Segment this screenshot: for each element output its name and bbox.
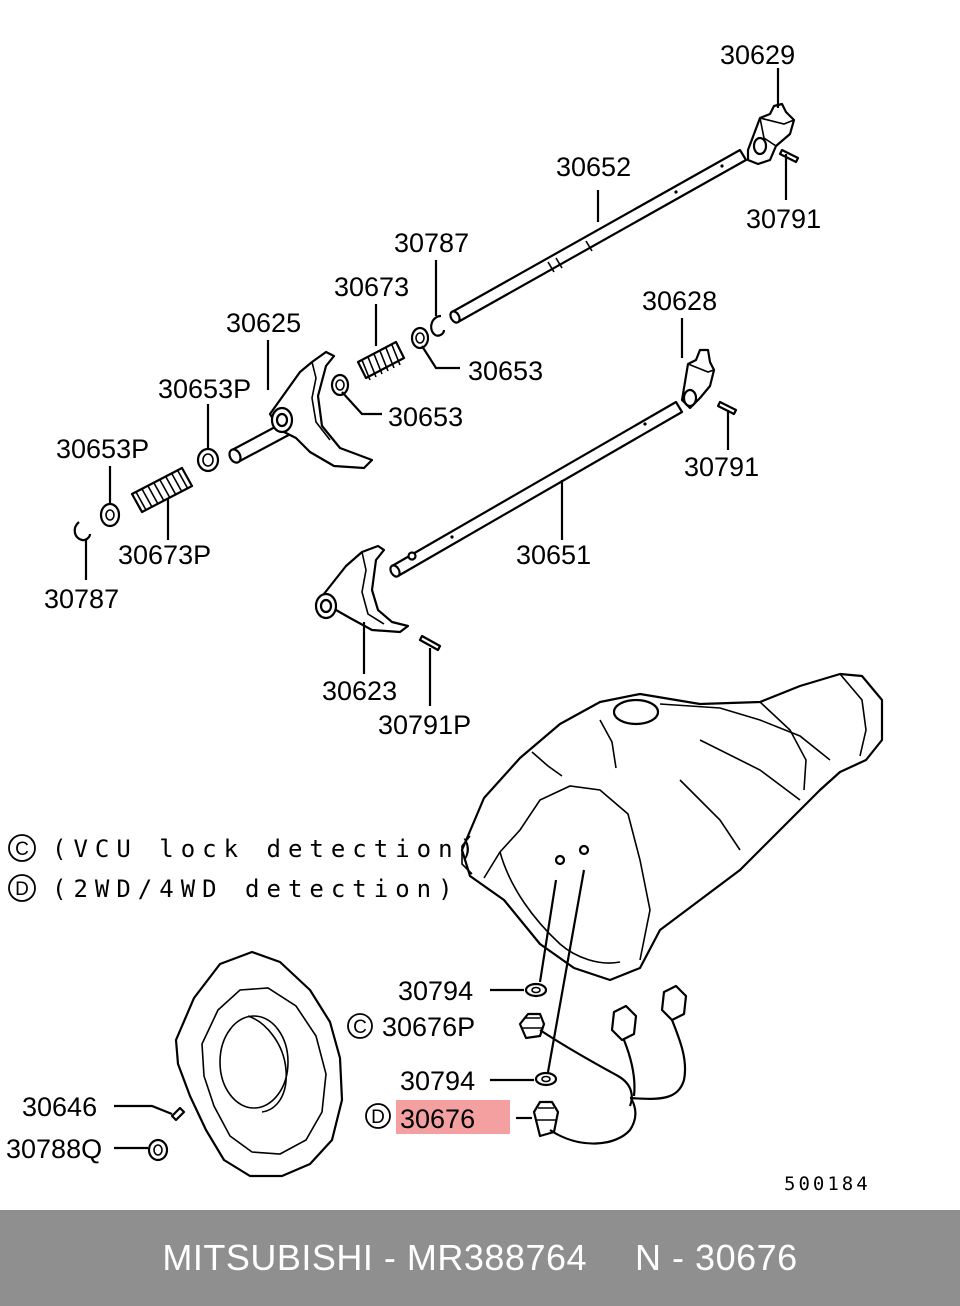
footer-dash-2: - xyxy=(672,1237,685,1278)
label-30787-upper[interactable]: 30787 xyxy=(394,228,469,258)
gasket-30794-lower[interactable] xyxy=(534,1071,558,1087)
label-30794-upper[interactable]: 30794 xyxy=(398,976,473,1006)
marker-d-letter: D xyxy=(371,1107,385,1128)
rear-cover[interactable] xyxy=(174,950,344,1178)
pin-30791-upper[interactable] xyxy=(778,148,800,164)
bushing-30653P-upper[interactable] xyxy=(196,447,220,473)
label-30791-lower[interactable]: 30791 xyxy=(684,452,759,482)
spring-30673[interactable] xyxy=(356,340,406,381)
spring-30673P[interactable] xyxy=(130,466,194,514)
bushing-30653-upper[interactable] xyxy=(410,326,430,350)
label-30673[interactable]: 30673 xyxy=(334,272,409,302)
shift-fork-30623[interactable] xyxy=(314,544,410,634)
leader-lines xyxy=(84,68,788,1150)
parts-diagram: 30629 30652 30791 30787 30673 30628 3062… xyxy=(6,40,884,1195)
label-30653P-upper[interactable]: 30653P xyxy=(158,374,251,404)
label-30794-lower[interactable]: 30794 xyxy=(400,1066,475,1096)
pin-30791-lower[interactable] xyxy=(716,400,738,416)
bushing-30653-mid[interactable] xyxy=(330,373,350,397)
label-30623[interactable]: 30623 xyxy=(322,676,397,706)
legend-d-symbol: D xyxy=(15,879,29,900)
sensor-30676[interactable] xyxy=(532,984,688,1145)
gasket-30794-upper[interactable] xyxy=(524,982,548,998)
footer-diagram-code: 30676 xyxy=(695,1237,798,1278)
shift-rail-30652[interactable] xyxy=(449,148,748,324)
pin-30646[interactable] xyxy=(170,1106,186,1122)
shift-rail-30651[interactable] xyxy=(389,400,684,578)
label-30788Q[interactable]: 30788Q xyxy=(6,1134,102,1164)
highlight-box xyxy=(396,1100,510,1134)
footer-part-number: MR388764 xyxy=(406,1237,588,1278)
sensor-30676P[interactable] xyxy=(518,1004,638,1107)
marker-d: D xyxy=(365,1103,391,1129)
marker-c-letter: C xyxy=(353,1017,367,1038)
snap-ring-30787-lower[interactable] xyxy=(73,521,92,542)
footer-n-label: N xyxy=(635,1237,662,1278)
label-30676P[interactable]: 30676P xyxy=(382,1012,475,1042)
legend-c-symbol: C xyxy=(15,839,29,860)
plug-30788Q[interactable] xyxy=(147,1138,169,1162)
label-30646[interactable]: 30646 xyxy=(22,1092,97,1122)
legend-c-text: (VCU lock detection) xyxy=(52,835,481,863)
footer-dash-1: - xyxy=(383,1237,397,1278)
label-30791P[interactable]: 30791P xyxy=(378,710,471,740)
pin-30791P[interactable] xyxy=(418,634,442,652)
footer-bar: MITSUBISHI - MR388764 N - 30676 xyxy=(0,1210,960,1306)
legend-note-d: D (2WD/4WD detection) xyxy=(8,874,460,903)
shift-lug-30629[interactable] xyxy=(746,102,796,166)
label-30787-lower[interactable]: 30787 xyxy=(44,584,119,614)
marker-c: C xyxy=(347,1013,373,1039)
legend-d-text: (2WD/4WD detection) xyxy=(52,875,460,903)
snap-ring-30787-upper[interactable] xyxy=(430,314,446,337)
label-30651[interactable]: 30651 xyxy=(516,540,591,570)
reference-number: 500184 xyxy=(784,1173,871,1195)
label-30791-upper[interactable]: 30791 xyxy=(746,204,821,234)
bushing-30653P-lower[interactable] xyxy=(99,502,121,528)
label-30653-upper[interactable]: 30653 xyxy=(468,356,543,386)
transfer-case-housing[interactable] xyxy=(460,672,884,982)
label-30673P[interactable]: 30673P xyxy=(118,540,211,570)
label-30676[interactable]: 30676 xyxy=(400,1104,475,1134)
footer-brand: MITSUBISHI xyxy=(162,1237,374,1278)
legend-note-c: C (VCU lock detection) xyxy=(8,834,481,863)
shift-fork-30625[interactable] xyxy=(227,350,374,470)
shift-lug-30628[interactable] xyxy=(680,348,716,410)
label-30652[interactable]: 30652 xyxy=(556,152,631,182)
label-30628[interactable]: 30628 xyxy=(642,286,717,316)
label-30625[interactable]: 30625 xyxy=(226,308,301,338)
label-30653-mid[interactable]: 30653 xyxy=(388,402,463,432)
label-30629[interactable]: 30629 xyxy=(720,40,795,70)
label-30653P-lower[interactable]: 30653P xyxy=(56,434,149,464)
